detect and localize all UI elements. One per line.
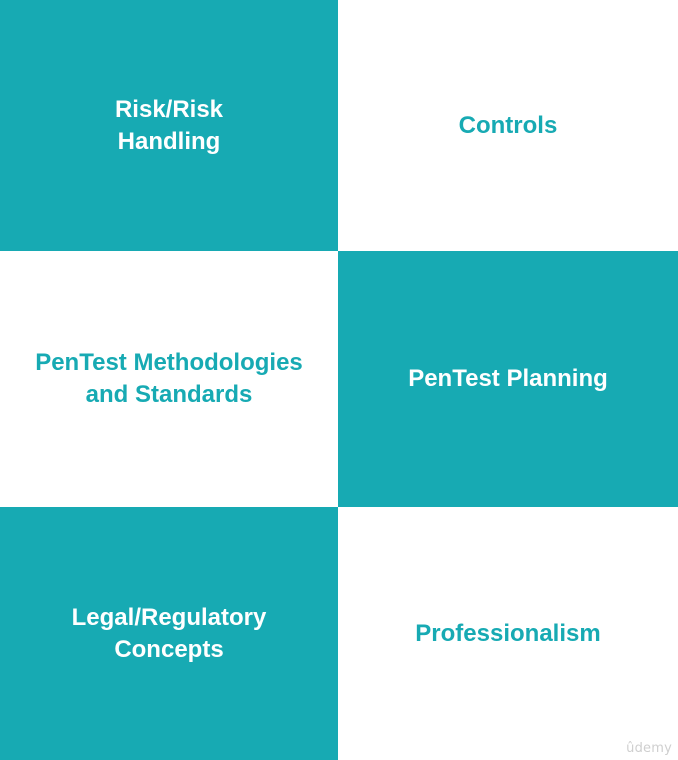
- tile-professionalism: Professionalism: [338, 507, 678, 760]
- tile-label-line: PenTest Methodologies: [35, 349, 303, 376]
- tile-legal-regulatory: Legal/Regulatory Concepts: [0, 507, 338, 760]
- tile-label-line: Concepts: [114, 635, 224, 663]
- tile-label-line: and Standards: [85, 381, 253, 408]
- tile-label-line: Risk/Risk: [114, 95, 224, 123]
- tile-label-line: Controls: [458, 111, 558, 139]
- tile-label-line: Legal/Regulatory: [71, 603, 267, 631]
- tile-label-line: PenTest Planning: [408, 365, 608, 392]
- tile-controls: Controls: [338, 0, 678, 251]
- udemy-watermark-logo: ûdemy: [626, 741, 672, 756]
- tile-pentest-planning: PenTest Planning: [338, 251, 678, 507]
- tile-pentest-methodologies: PenTest Methodologies and Standards: [0, 251, 338, 507]
- tile-label-line: Handling: [117, 127, 221, 155]
- tile-label-line: Professionalism: [415, 619, 601, 647]
- tile-risk-handling: Risk/Risk Handling: [0, 0, 338, 251]
